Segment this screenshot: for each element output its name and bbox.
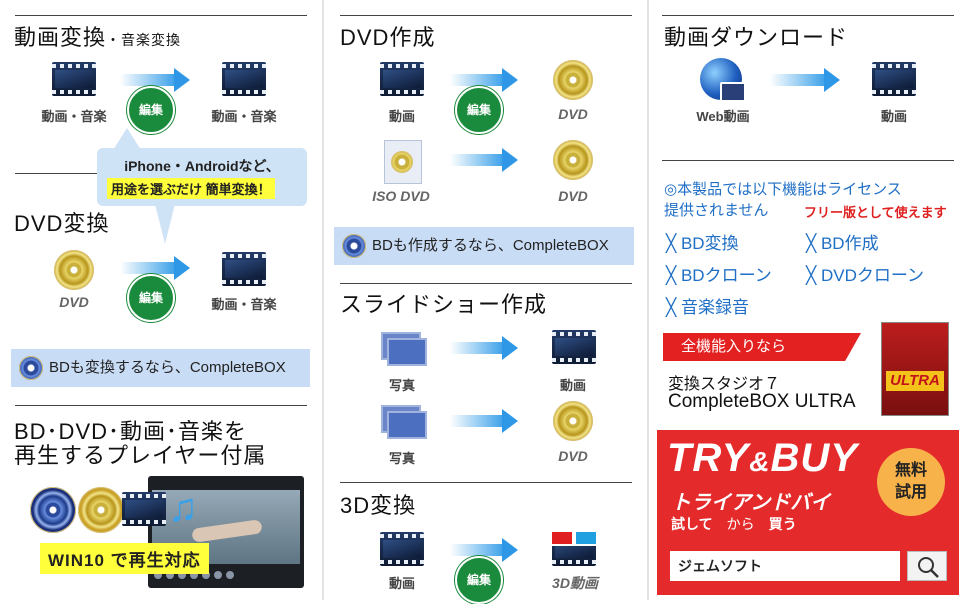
column-divider [647, 0, 649, 600]
section-rule [340, 15, 632, 16]
arrow-icon [450, 409, 518, 433]
edit-badge: 編集 [455, 556, 503, 604]
label-video: 動画 [388, 109, 415, 124]
feature-bd-clone: ╳ BDクローン [666, 266, 772, 285]
film-icon [222, 252, 266, 286]
label-video: 動画 [880, 109, 907, 124]
section-rule [662, 15, 954, 16]
dvd-disc-icon [54, 250, 94, 290]
section-rule [340, 482, 632, 483]
player-title-line2: 再生するプレイヤー付属 [14, 443, 267, 468]
product-box-image[interactable]: ULTRA [881, 322, 949, 416]
film-icon [380, 62, 424, 96]
label-3d-video: 3D動画 [552, 575, 598, 591]
callout-text: iPhone・Androidなど、 [124, 158, 280, 174]
label-photo: 写真 [388, 451, 415, 466]
arrow-icon [120, 68, 190, 92]
bd-disc-icon [19, 356, 43, 380]
label-target: 動画・音楽 [211, 297, 277, 312]
license-notice-2: 提供されません [664, 202, 769, 219]
try-buy-logo: TRY&BUY [667, 436, 858, 480]
arrow-icon [770, 68, 840, 92]
edit-badge: 編集 [455, 86, 503, 134]
callout-highlight: 用途を選ぶだけ 簡単変換！ [107, 178, 275, 199]
dvd-convert-title: DVD変換 [14, 211, 110, 236]
arrow-icon [450, 538, 518, 562]
film-icon [222, 62, 266, 96]
arrow-icon [120, 256, 190, 280]
photo-icon [381, 405, 427, 439]
bubble-tail [113, 128, 141, 150]
bubble-tail [155, 204, 175, 244]
license-notice: ◎本製品では以下機能はライセンス [664, 181, 902, 198]
try-buy-subtitle: 試して から 買う [671, 516, 797, 532]
label-source: 動画・音楽 [41, 109, 107, 124]
section-rule [340, 283, 632, 284]
dvd-disc-icon [553, 401, 593, 441]
free-trial-badge: 無料試用 [877, 448, 945, 516]
film-icon [552, 330, 596, 364]
callout-bubble: iPhone・Androidなど、 用途を選ぶだけ 簡単変換！ [97, 148, 307, 206]
player-screenshot [148, 476, 304, 588]
try-and-buy-banner[interactable]: TRY&BUY トライアンドバイ 試して から 買う 無料試用 ジェムソフト [657, 430, 959, 595]
player-title-line1: BD･DVD･動画･音楽を [14, 419, 248, 444]
3d-convert-title: 3D変換 [340, 493, 417, 518]
label-target: 動画・音楽 [211, 109, 277, 124]
film-icon [52, 62, 96, 96]
dvd-create-title: DVD作成 [340, 25, 436, 50]
free-version-note: フリー版として使えます [804, 205, 947, 220]
arrow-icon [450, 68, 518, 92]
bd-disc-icon [30, 487, 76, 533]
web-globe-icon [700, 58, 746, 102]
product-box-label: ULTRA [886, 371, 944, 391]
label-video: 動画 [388, 576, 415, 591]
label-video: 動画 [559, 378, 586, 393]
try-buy-katakana: トライアンドバイ [671, 492, 831, 514]
3d-glasses-icon [548, 528, 598, 546]
section-rule [15, 15, 307, 16]
label-web-video: Web動画 [696, 109, 750, 124]
full-feature-ribbon: 全機能入りなら [663, 333, 861, 361]
label-dvd: DVD [558, 188, 588, 204]
arrow-icon [450, 148, 518, 172]
video-convert-title: 動画変換・音楽変換 [14, 25, 182, 50]
iso-file-icon [384, 140, 422, 184]
label-iso: ISO DVD [372, 188, 430, 204]
photo-icon [381, 332, 427, 366]
search-button[interactable] [907, 551, 947, 581]
dvd-disc-icon [553, 60, 593, 100]
bd-convert-note: BDも変換するなら、CompleteBOX [11, 349, 310, 387]
dvd-disc-icon [553, 140, 593, 180]
search-icon [918, 557, 939, 578]
column-divider [322, 0, 324, 600]
slideshow-title: スライドショー作成 [340, 292, 548, 317]
win10-badge: WIN10 で再生対応 [40, 543, 209, 574]
feature-bd-create: ╳ BD作成 [806, 234, 879, 253]
film-icon [122, 492, 166, 526]
download-title: 動画ダウンロード [664, 25, 849, 50]
label-dvd: DVD [558, 106, 588, 122]
bd-disc-icon [342, 234, 366, 258]
edit-badge: 編集 [127, 86, 175, 134]
section-rule [662, 160, 954, 161]
search-input[interactable]: ジェムソフト [670, 551, 900, 581]
section-rule [15, 405, 307, 406]
dvd-disc-icon [78, 487, 124, 533]
arrow-icon [450, 336, 518, 360]
product-name-line1: 変換スタジオ７ [668, 376, 781, 393]
film-icon [380, 532, 424, 566]
product-name-line2: CompleteBOX ULTRA [668, 391, 856, 412]
edit-badge: 編集 [127, 274, 175, 322]
film-icon [872, 62, 916, 96]
label-dvd: DVD [558, 448, 588, 464]
label-photo: 写真 [388, 378, 415, 393]
label-dvd: DVD [59, 294, 89, 310]
feature-dvd-clone: ╳ DVDクローン [806, 266, 925, 285]
feature-music-record: ╳ 音楽録音 [666, 298, 749, 317]
bd-create-note: BDも作成するなら、CompleteBOX [334, 227, 634, 265]
feature-bd-convert: ╳ BD変換 [666, 234, 739, 253]
music-note-icon: ♫ [168, 486, 198, 530]
